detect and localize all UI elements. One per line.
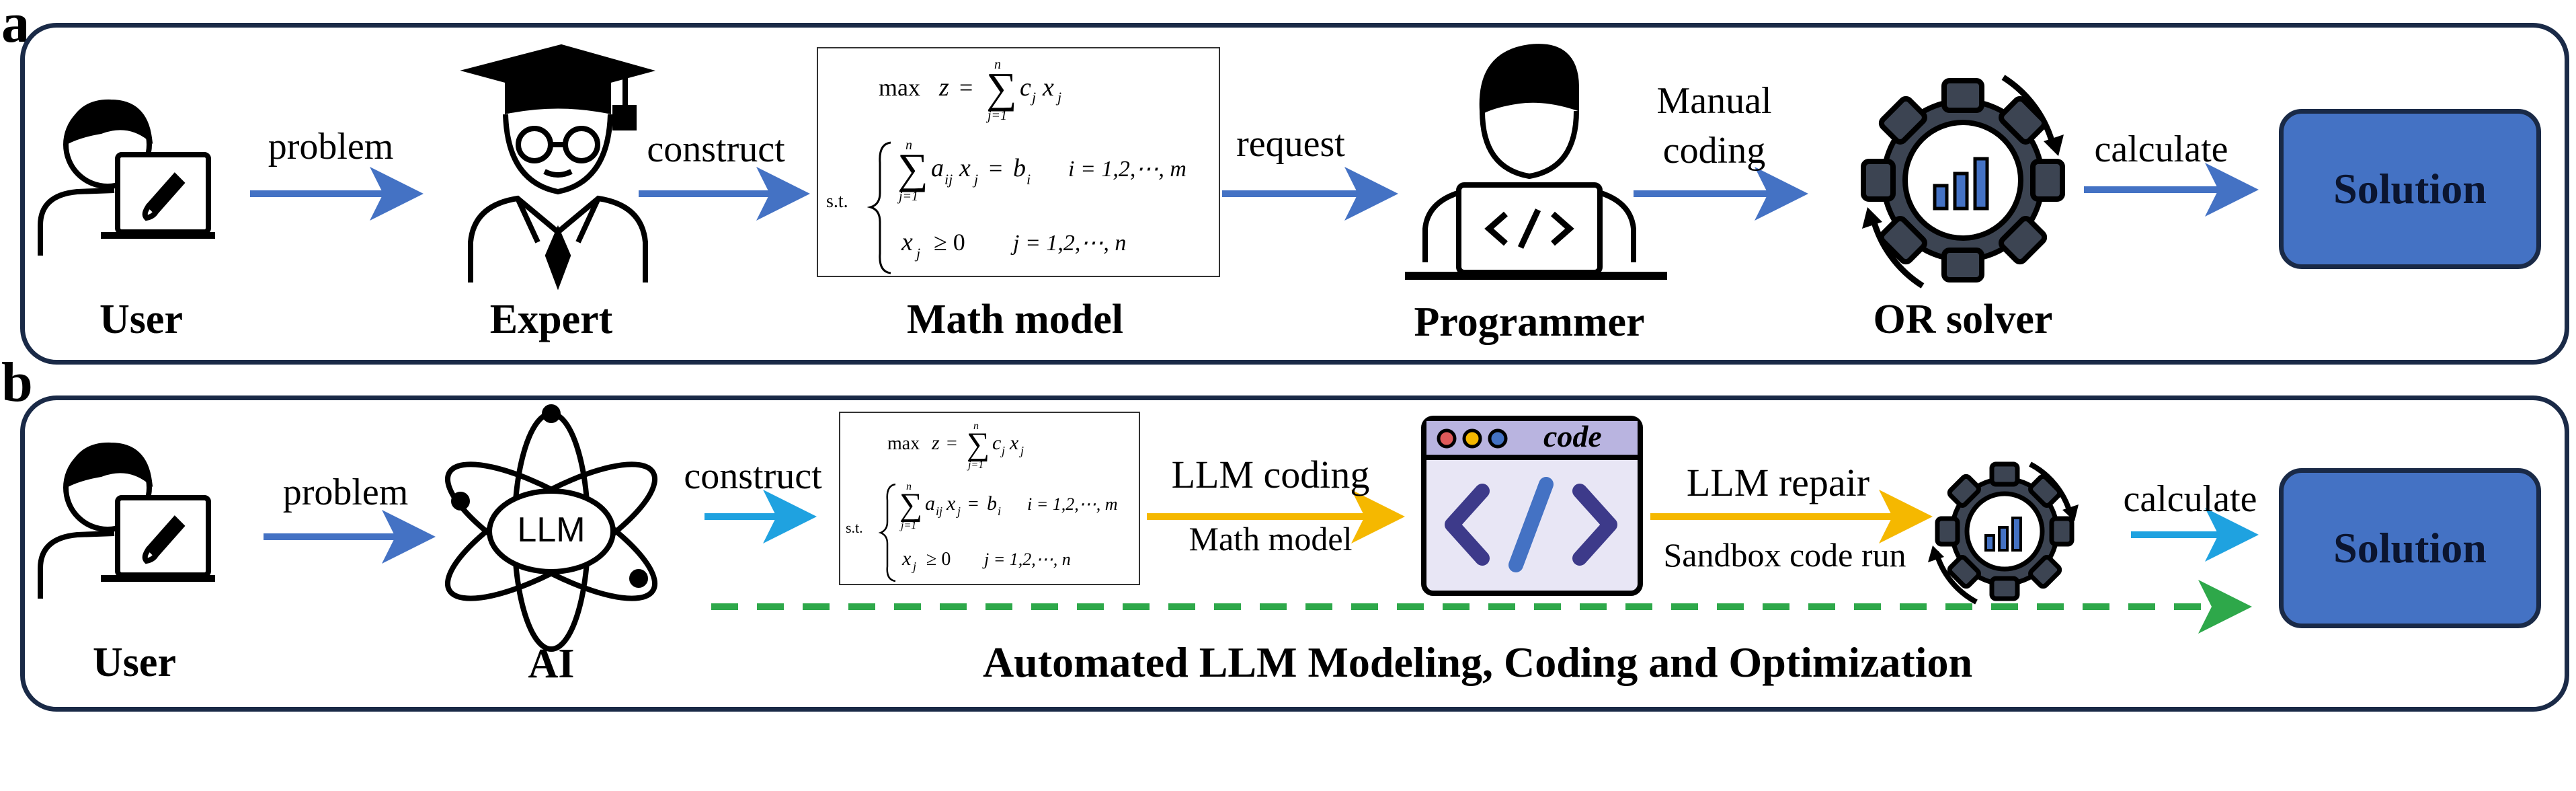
or-solver-gear-icon-b bbox=[1928, 461, 2079, 605]
math-b-x-3: x bbox=[901, 548, 912, 570]
arrow-b-construct-label: construct bbox=[684, 455, 822, 497]
math-st: s.t. bbox=[826, 191, 848, 212]
code-text: code bbox=[1543, 419, 1602, 453]
arrow-a-request-label: request bbox=[1236, 123, 1345, 165]
arrow-b-problem-label: problem bbox=[282, 472, 409, 513]
math-sum-1: ∑ bbox=[986, 64, 1017, 112]
math-b-x-1: x bbox=[1009, 432, 1019, 454]
ai-label: AI bbox=[528, 641, 575, 687]
math-x-1: x bbox=[1042, 73, 1054, 102]
solution-box-a: Solution bbox=[2279, 109, 2541, 269]
math-b-xj-sub-1: j bbox=[1019, 444, 1024, 457]
math-b-c: c bbox=[992, 432, 1001, 454]
user-icon bbox=[38, 99, 215, 256]
math-xj-sub-2: j bbox=[972, 171, 978, 188]
arrow-b-calculate-label: calculate bbox=[2123, 478, 2257, 520]
math-model-box-b: max z = ∑ n j=1 c j x j s.t. ∑ n j=1 a i… bbox=[839, 412, 1140, 585]
math-b: b bbox=[1013, 154, 1026, 182]
math-b-j1-1: j=1 bbox=[967, 459, 983, 471]
math-j1-2: j=1 bbox=[897, 189, 918, 204]
math-b-xj-sub-2: j bbox=[956, 504, 961, 518]
arrow-a-manual-label-1: Manual bbox=[1656, 80, 1772, 122]
math-b-xj-sub-3: j bbox=[912, 560, 916, 573]
math-b-n-2: n bbox=[906, 481, 912, 492]
math-b-i-range: i = 1,2,⋯, m bbox=[1027, 494, 1118, 514]
math-c: c bbox=[1020, 73, 1031, 102]
math-eq-2: = bbox=[989, 155, 1002, 182]
code-window-icon bbox=[1421, 416, 1643, 596]
math-b-x-2: x bbox=[946, 492, 956, 515]
user-label-b: User bbox=[93, 640, 176, 685]
math-model-label: Math model bbox=[906, 297, 1124, 342]
math-b-b: b bbox=[987, 492, 997, 515]
arrow-b-llm-coding-label: LLM coding bbox=[1171, 453, 1370, 496]
math-b-z: z bbox=[931, 432, 940, 454]
math-xj-sub-1: j bbox=[1055, 89, 1061, 106]
math-n-1: n bbox=[994, 57, 1001, 72]
programmer-label: Programmer bbox=[1414, 299, 1645, 345]
math-x-3: x bbox=[901, 228, 913, 256]
math-b-sum-1: ∑ bbox=[967, 426, 990, 462]
math-b-st: s.t. bbox=[846, 519, 863, 536]
user-icon-b bbox=[38, 442, 215, 599]
math-b-cj-sub: j bbox=[1000, 444, 1005, 457]
ai-atom-icon bbox=[444, 404, 658, 652]
math-b-geq0: ≥ 0 bbox=[926, 549, 951, 570]
arrow-b-llm-coding-sublabel: Math model bbox=[1189, 520, 1353, 558]
expert-icon bbox=[460, 44, 656, 291]
or-solver-gear-icon bbox=[1861, 75, 2065, 289]
math-geq0: ≥ 0 bbox=[934, 229, 965, 256]
automated-caption: Automated LLM Modeling, Coding and Optim… bbox=[982, 638, 1973, 686]
math-cj-sub: j bbox=[1030, 89, 1036, 106]
math-i-range: i = 1,2,⋯, m bbox=[1068, 157, 1186, 182]
math-b-n-1: n bbox=[973, 420, 979, 432]
panel-a-frame bbox=[20, 23, 2569, 365]
math-b-sum-2: ∑ bbox=[899, 487, 922, 523]
math-j-range: j = 1,2,⋯, n bbox=[1010, 231, 1126, 256]
arrow-a-manual-label-2: coding bbox=[1662, 130, 1766, 172]
math-aij-sub: ij bbox=[944, 171, 953, 188]
math-z: z bbox=[938, 73, 949, 102]
or-solver-label: OR solver bbox=[1873, 297, 2053, 342]
arrow-a-construct-label: construct bbox=[647, 128, 785, 170]
arrow-a-calculate-label: calculate bbox=[2094, 128, 2228, 170]
math-b-bi-sub: i bbox=[998, 504, 1001, 518]
llm-text: LLM bbox=[517, 511, 586, 550]
math-b-eq-2: = bbox=[968, 494, 979, 515]
math-b-j-range: j = 1,2,⋯, n bbox=[982, 550, 1071, 569]
math-b-max: max bbox=[887, 433, 920, 454]
math-b-a: a bbox=[925, 492, 935, 515]
panel-b-letter: b bbox=[1, 351, 33, 414]
programmer-icon bbox=[1405, 44, 1667, 280]
math-j1-1: j=1 bbox=[985, 108, 1007, 123]
math-xj-sub-3: j bbox=[914, 245, 920, 262]
math-a: a bbox=[931, 154, 944, 182]
math-b-eq: = bbox=[947, 433, 957, 454]
math-bi-sub: i bbox=[1027, 171, 1031, 188]
math-n-2: n bbox=[905, 138, 912, 153]
user-label-a: User bbox=[99, 297, 183, 342]
panel-b-frame bbox=[20, 396, 2569, 712]
expert-label: Expert bbox=[489, 297, 613, 342]
math-max: max bbox=[879, 74, 920, 101]
solution-box-b: Solution bbox=[2279, 468, 2541, 628]
math-b-aij-sub: ij bbox=[936, 504, 942, 518]
math-eq: = bbox=[959, 74, 973, 101]
math-b-j1-2: j=1 bbox=[899, 520, 916, 531]
math-model-box-a: max z = ∑ n j=1 c j x j s.t. ∑ n j=1 a i… bbox=[817, 47, 1220, 277]
arrow-b-llm-repair-label: LLM repair bbox=[1686, 461, 1870, 504]
arrow-b-llm-repair-sublabel: Sandbox code run bbox=[1663, 536, 1906, 574]
math-x-2: x bbox=[959, 154, 971, 182]
arrow-a-problem-label: problem bbox=[268, 126, 394, 167]
math-sum-2: ∑ bbox=[897, 145, 928, 192]
